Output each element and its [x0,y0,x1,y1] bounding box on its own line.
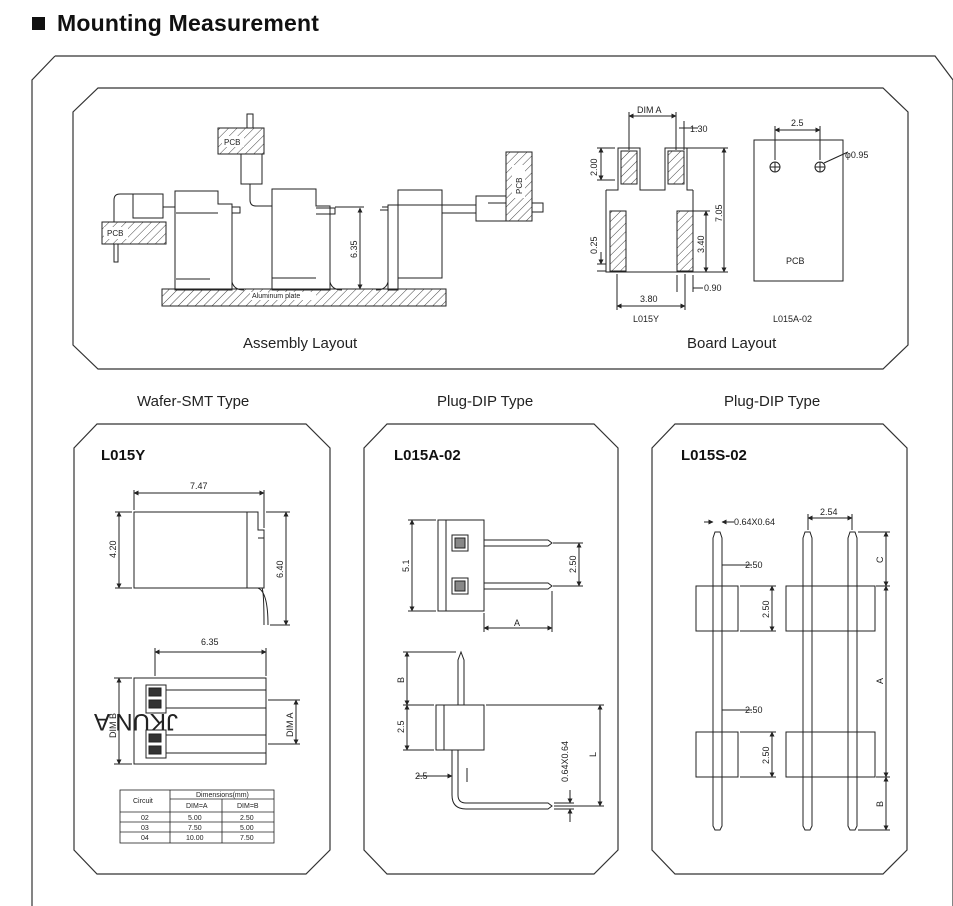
plug-s-d250c: 2.50 [745,705,763,715]
pcb-board [753,139,844,282]
page-title-row: Mounting Measurement [32,8,319,38]
wafer-d420: 4.20 [108,540,118,558]
housing-3 [387,189,443,291]
table-cell: 04 [141,835,149,842]
plug-a-drawing [403,519,604,822]
label-pcb-top: PCB [224,138,240,147]
wafer-d640: 6.40 [275,560,285,578]
board-left-name: L015Y [633,314,659,324]
plug-a-d250: 2.50 [568,555,578,573]
board-d380: 3.80 [640,294,658,304]
plug-a-l: L [588,752,598,757]
plug-a-d51: 5.1 [401,559,411,572]
assembly-layout [101,113,544,307]
board-d340: 3.40 [696,235,706,253]
plug-s-b: B [875,801,885,807]
panel-plug-s [651,423,908,875]
board-d130: 1.30 [690,124,708,134]
plug-s-pin: 0.64X0.64 [734,517,775,527]
wafer-brand: JKUN A [94,708,178,735]
top-panel [72,87,909,370]
wafer-dim-table [119,789,275,844]
board-d705: 7.05 [714,204,724,222]
title-bullet [32,16,45,30]
housing-2 [271,188,331,291]
wafer-dim-a: DIM A [285,712,295,737]
page-title: Mounting Measurement [57,9,320,36]
panel-plug-a [363,423,619,875]
housing-1 [174,190,233,291]
plug-a-b: B [396,677,406,683]
table-cell: 2.50 [240,815,254,822]
board-layout [597,112,849,310]
table-cell: 5.00 [240,825,254,832]
section-type-plug-a: Plug-DIP Type [437,393,533,410]
table-col-dims: Dimensions(mm) [196,792,249,799]
outer-frame [31,55,953,906]
table-col-a: DIM=A [186,803,208,810]
table-cell: 10.00 [186,835,204,842]
plug-s-drawing [695,514,890,831]
plug-s-d250b: 2.50 [761,600,771,618]
label-pcb-right: PCB [515,178,524,194]
plug-s-d254: 2.54 [820,507,838,517]
panel-wafer [73,423,331,875]
plug-a-d25v: 2.5 [396,720,406,733]
plug-a-pin: 0.64X0.64 [560,741,570,782]
board-d025: 0.25 [589,236,599,254]
table-col-circuit: Circuit [133,798,153,805]
table-cell: 5.00 [188,815,202,822]
plug-a-a: A [514,618,520,628]
wafer-dim-b: DIM B [108,713,118,738]
model-l015a: L015A-02 [394,447,461,464]
wafer-drawing [114,490,300,765]
board-d25: 2.5 [791,118,804,128]
model-l015s: L015S-02 [681,447,747,464]
plug-s-c: C [875,556,885,563]
plug-a-d25h: 2.5 [415,771,428,781]
table-cell: 7.50 [188,825,202,832]
board-d200: 2.00 [589,158,599,176]
section-type-plug-s: Plug-DIP Type [724,393,820,410]
plug-s-d250a: 2.50 [745,560,763,570]
table-cell: 03 [141,825,149,832]
wafer-d747: 7.47 [190,481,208,491]
wafer-d635: 6.35 [201,637,219,647]
label-pcb-left: PCB [107,229,123,238]
board-d090: 0.90 [704,283,722,293]
assembly-caption: Assembly Layout [243,335,358,352]
label-height-635: 6.35 [349,240,359,258]
section-type-wafer: Wafer-SMT Type [137,393,249,410]
board-right-name: L015A-02 [773,314,812,324]
board-caption: Board Layout [687,335,777,352]
table-cell: 02 [141,815,149,822]
board-hole: φ0.95 [845,150,868,160]
table-cell: 7.50 [240,835,254,842]
table-col-b: DIM=B [237,803,259,810]
label-aluminum: Aluminum plate [252,293,300,300]
plug-s-a: A [875,678,885,684]
board-dim-a: DIM A [637,105,662,115]
board-pcb: PCB [786,256,805,266]
model-l015y: L015Y [101,447,145,464]
plug-s-d250d: 2.50 [761,746,771,764]
